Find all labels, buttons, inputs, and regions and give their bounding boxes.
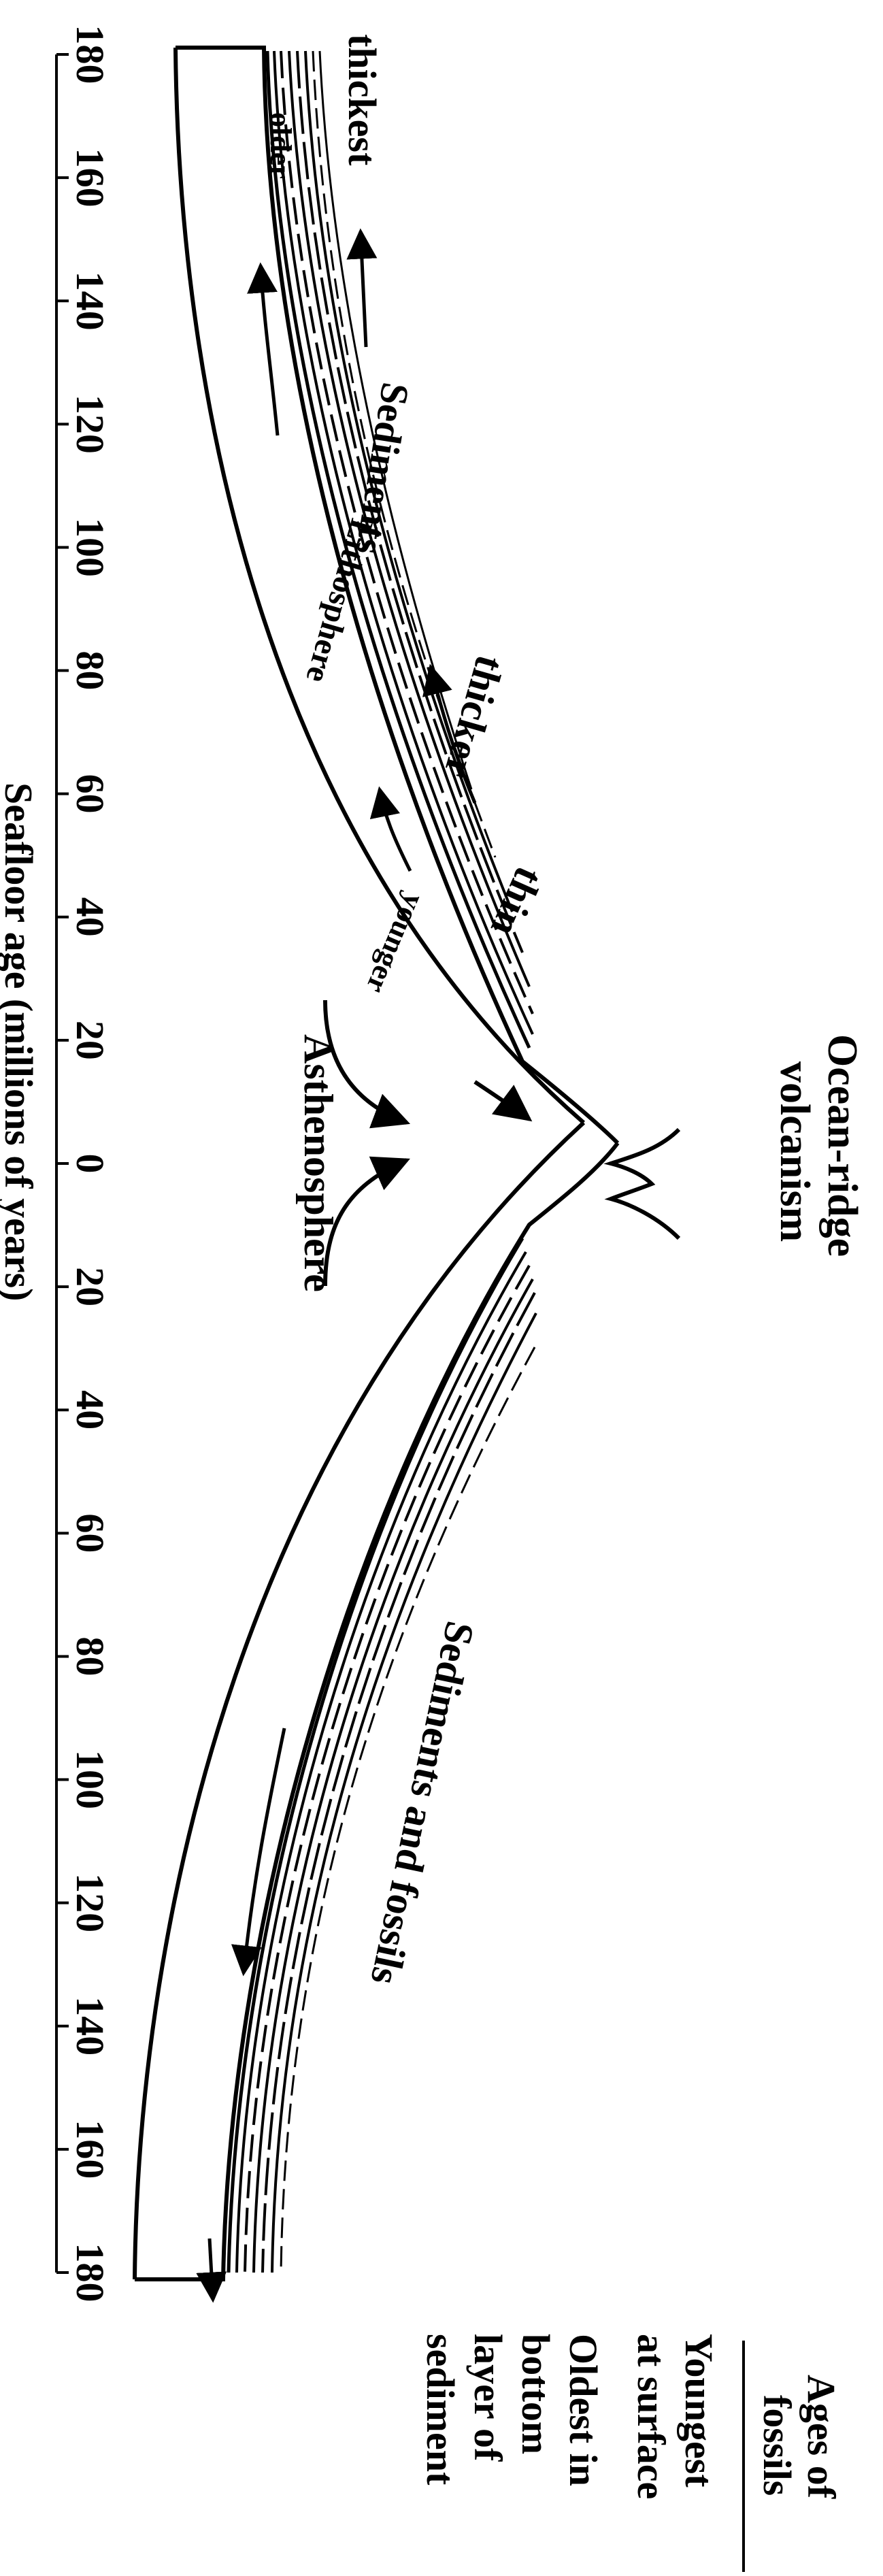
older-label: older: [264, 112, 297, 179]
axis-tick-label: 60: [68, 1513, 112, 1553]
axis-tick-label: 160: [68, 2119, 112, 2179]
legend-youngest: Youngest at surface: [629, 2334, 721, 2499]
older-arrow: [247, 262, 280, 436]
axis-tick-label: 120: [68, 1873, 112, 1932]
axis-tick-label: 40: [68, 1390, 112, 1430]
axis-tick-label: 160: [68, 148, 112, 208]
axis-title: Seafloor age (millions of years): [0, 782, 41, 1301]
left-sediment-layers: [265, 50, 534, 1049]
legend-oldest: Oldest in bottom layer of sediment: [418, 2334, 605, 2496]
legend-heading: Ages of fossils: [755, 2375, 844, 2509]
fossil-age-legend: Ages of fossils Youngest at surface Olde…: [418, 2334, 844, 2572]
axis-tick-label: 0: [68, 1154, 112, 1174]
thicker-arrow: [422, 663, 477, 804]
axis-tick-label: 100: [68, 518, 112, 577]
axis-tick-label: 120: [68, 395, 112, 454]
asthenosphere-arrow-upper: [323, 1000, 411, 1129]
axis-tick-label: 140: [68, 271, 112, 331]
left-plate-bottom: [173, 47, 585, 1125]
thickest-arrow: [346, 228, 378, 348]
younger-label: younger: [360, 889, 431, 998]
ridge-label: Ocean-ridge volcanism: [771, 1034, 865, 1268]
younger-arrow: [369, 786, 412, 872]
left-plate-top: [176, 46, 620, 1145]
right-sediment-layers: [227, 1237, 537, 2273]
thickest-label: thickest: [340, 34, 384, 166]
rotated-diagram: 180 160 140 120 100 80 60 40 20 0 20 40 60 80 100 120 14…: [0, 25, 865, 2572]
fossils-legend-arrow: [196, 2238, 227, 2303]
axis-tick-label: 100: [68, 1750, 112, 1809]
axis-tick-label: 140: [68, 1996, 112, 2055]
right-plate-bottom: [133, 1121, 586, 2280]
axis-tick-label: 80: [68, 1636, 112, 1676]
axis-tick-label: 20: [68, 1267, 112, 1306]
right-plate-arrow: [231, 1728, 286, 1977]
ridge-crest: [603, 1127, 681, 1240]
axis-tick-label: 180: [68, 2243, 112, 2302]
age-axis-tick-labels: 180 160 140 120 100 80 60 40 20 0 20 40 60 80 100 120 14…: [68, 25, 112, 2302]
thicker-label: thicker: [435, 650, 513, 782]
asthenosphere-arrow-lower: [323, 1156, 410, 1287]
axis-tick-label: 40: [68, 897, 112, 937]
ridge-flow-arrow: [473, 1080, 533, 1122]
axis-tick-label: 180: [68, 25, 112, 84]
age-axis-ticks: [56, 53, 69, 2274]
thin-label: thin: [482, 861, 552, 943]
axis-tick-label: 60: [68, 774, 112, 814]
axis-tick-label: 80: [68, 651, 112, 691]
axis-tick-label: 20: [68, 1021, 112, 1060]
asthenosphere-label: Asthenosphere: [296, 1034, 341, 1292]
right-plate-top: [135, 1142, 620, 2281]
